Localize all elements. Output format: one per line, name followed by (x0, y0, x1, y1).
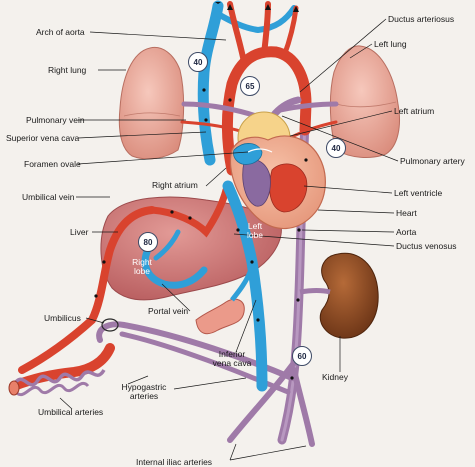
left-atrium-label: Left atrium (394, 107, 434, 116)
ductus-arteriosus-label: Ductus arteriosus (388, 15, 454, 24)
saturation-badge-ductus: 65 (240, 76, 260, 96)
right-atrium-label: Right atrium (152, 181, 198, 190)
aorta-label: Aorta (396, 228, 416, 237)
umbilical-arteries-label: Umbilical arteries (38, 408, 103, 417)
left-lobe-label: Left lobe (240, 222, 270, 240)
brachiocephalic-b (264, 4, 268, 54)
superior-vena-cava (203, 6, 218, 160)
saturation-badge-ivc: 60 (292, 346, 312, 366)
brachiocephalic-a (230, 4, 244, 62)
left-lobe-text: Left lobe (247, 221, 263, 240)
kidney-label: Kidney (322, 373, 348, 382)
foramen-ovale-label: Foramen ovale (24, 160, 81, 169)
heart-label: Heart (396, 209, 417, 218)
left-ventricle-label: Left ventricle (394, 189, 442, 198)
arch-of-aorta-label: Arch of aorta (36, 28, 85, 37)
superior-vena-cava-label: Superior vena cava (6, 134, 79, 143)
saturation-badge-aortic-arch: 40 (188, 52, 208, 72)
intestine-stub (196, 299, 244, 333)
ductus-venosus-label: Ductus venosus (396, 242, 456, 251)
right-lobe-label: Right lobe (124, 258, 160, 276)
renal-artery (300, 291, 330, 293)
inferior-vena-cava-label: Inferior vena cava (206, 350, 258, 367)
kidney (320, 253, 378, 338)
liver-label: Liver (70, 228, 88, 237)
hypogastric-arteries-label: Hypogastric arteries (114, 383, 174, 400)
internal-iliac-left (294, 370, 312, 444)
pulmonary-artery-label: Pulmonary artery (400, 157, 465, 166)
saturation-badge-pulmonary-artery: 40 (326, 138, 346, 158)
pulmonary-vein-label: Pulmonary vein (26, 116, 85, 125)
right-lung-label: Right lung (48, 66, 86, 75)
internal-iliac-arteries-label: Internal iliac arteries (136, 458, 212, 467)
umbilical-vein-label: Umbilical vein (22, 193, 74, 202)
portal-vein-label: Portal vein (148, 307, 188, 316)
right-lobe-text: Right lobe (132, 257, 152, 276)
saturation-badge-liver: 80 (138, 232, 158, 252)
left-lung-label: Left lung (374, 40, 407, 49)
inferior-vena-cava-text: Inferior vena cava (213, 349, 252, 368)
hypogastric-arteries-text: Hypogastric arteries (122, 382, 167, 401)
umbilicus-label: Umbilicus (44, 314, 81, 323)
right-lung (119, 47, 183, 158)
cord-cut-end (9, 381, 19, 395)
